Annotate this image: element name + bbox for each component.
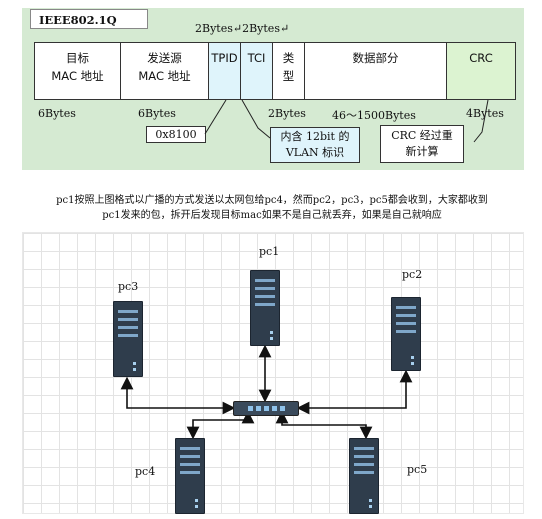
network-switch-icon[interactable] <box>233 401 299 416</box>
pc1-server-icon[interactable] <box>250 270 280 346</box>
field-type-line1: 类 <box>282 51 295 65</box>
field-crc: CRC <box>447 43 515 99</box>
description-line1: pc1按照上图格式以广播的方式发送以太网包给pc4，然而pc2，pc3，pc5都… <box>56 195 488 206</box>
bytes-data: 46～1500Bytes <box>332 109 416 122</box>
pc2-label: pc2 <box>402 268 423 281</box>
crc-connector <box>473 99 489 143</box>
field-tpid: TPID <box>209 43 241 99</box>
bytes-type: 2Bytes <box>268 107 306 120</box>
crc-note-line2: 新计算 <box>405 145 439 158</box>
bytes-src: 6Bytes <box>138 107 176 120</box>
crc-note-line1: CRC 经过重 <box>391 129 453 142</box>
pc5-label: pc5 <box>407 463 428 476</box>
link-pc3-switch <box>120 376 236 415</box>
tci-note-line1: 内含 12bit 的 <box>280 130 350 143</box>
field-type-line2: 型 <box>282 69 295 83</box>
link-pc2-switch <box>296 369 413 415</box>
bytes-crc: 4Bytes <box>466 107 504 120</box>
tpid-connector <box>204 99 227 135</box>
field-src-mac: 发送源 MAC 地址 <box>121 43 209 99</box>
field-data-label: 数据部分 <box>352 51 399 65</box>
field-data: 数据部分 <box>305 43 447 99</box>
field-dst-mac-line1: 目标 <box>66 51 89 65</box>
pc5-server-icon[interactable] <box>349 438 379 514</box>
description-line2: pc1发来的包，拆开后发现目标mac如果不是自己就丢弃，如果是自己就响应 <box>102 210 442 221</box>
pc3-label: pc3 <box>118 280 139 293</box>
tci-connector <box>241 99 271 139</box>
field-crc-label: CRC <box>469 51 493 65</box>
tpid-value-box: 0x8100 <box>146 126 206 143</box>
tpid-tci-bytes-label: 2Bytes↵2Bytes↵ <box>195 22 290 35</box>
field-type: 类 型 <box>273 43 305 99</box>
description-text: pc1按照上图格式以广播的方式发送以太网包给pc4，然而pc2，pc3，pc5都… <box>24 193 520 223</box>
tci-note-line2: VLAN 标识 <box>285 146 345 159</box>
pc4-server-icon[interactable] <box>175 438 205 514</box>
bytes-dst: 6Bytes <box>38 107 76 120</box>
field-src-mac-line1: 发送源 <box>147 51 182 65</box>
link-pc5-switch <box>275 410 373 440</box>
frame-title: IEEE802.1Q <box>30 9 148 29</box>
link-pc4-switch <box>186 410 255 440</box>
field-tci: TCI <box>241 43 273 99</box>
frame-format-table: 目标 MAC 地址 发送源 MAC 地址 TPID TCI 类 型 数据部分 C… <box>34 42 516 100</box>
field-dst-mac: 目标 MAC 地址 <box>35 43 121 99</box>
pc1-label: pc1 <box>259 245 280 258</box>
pc4-label: pc4 <box>135 465 156 478</box>
crc-note-box: CRC 经过重 新计算 <box>380 125 464 163</box>
field-tpid-label: TPID <box>211 51 238 65</box>
tci-note-box: 内含 12bit 的 VLAN 标识 <box>270 127 360 163</box>
field-dst-mac-line2: MAC 地址 <box>51 69 104 83</box>
field-tci-label: TCI <box>247 51 266 65</box>
pc3-server-icon[interactable] <box>113 301 143 377</box>
pc2-server-icon[interactable] <box>391 297 421 371</box>
field-src-mac-line2: MAC 地址 <box>138 69 191 83</box>
